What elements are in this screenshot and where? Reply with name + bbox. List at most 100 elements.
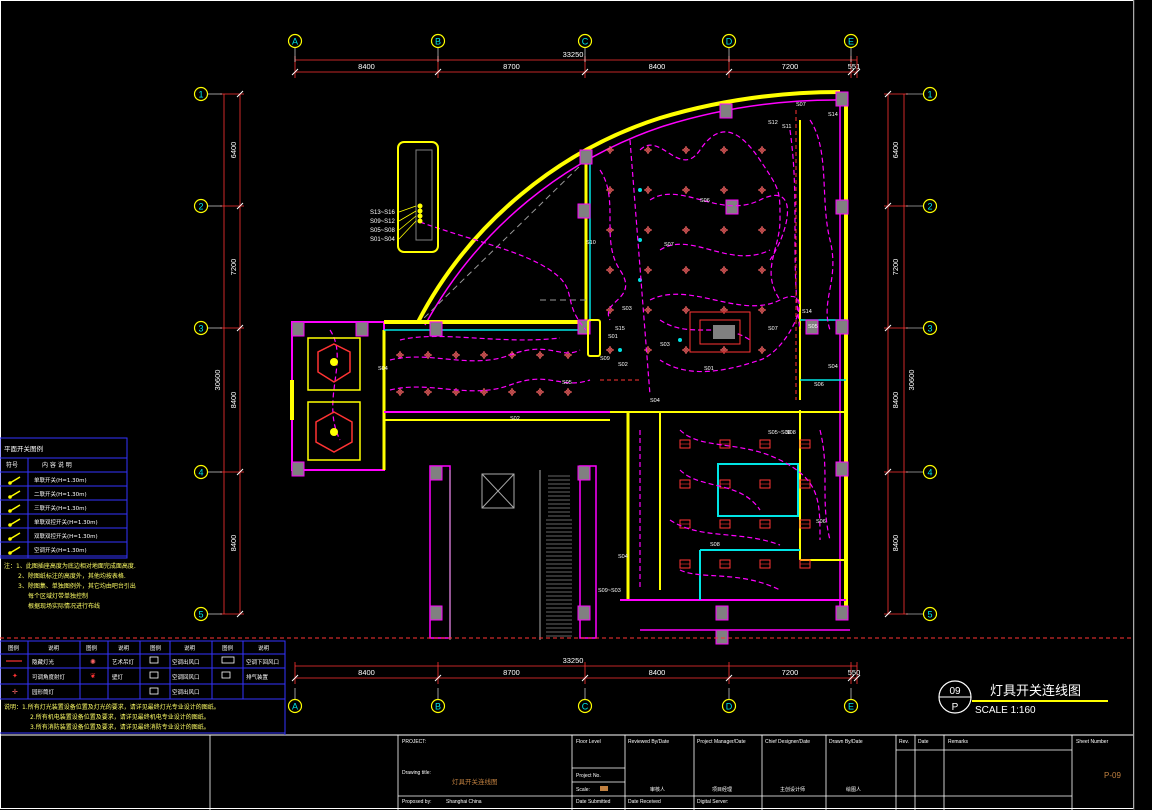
right-dim-0: 6400 bbox=[891, 142, 900, 159]
svg-text:Rev.: Rev. bbox=[899, 739, 909, 745]
column-13 bbox=[429, 465, 443, 481]
panel-switch-0 bbox=[417, 203, 423, 209]
grid-row-right-4: 5 bbox=[927, 610, 932, 620]
column-6 bbox=[835, 605, 849, 621]
grid-row-right-0-bubble bbox=[922, 86, 938, 102]
grid-col-bottom-2-bubble bbox=[577, 698, 593, 714]
general-notes: 注：1、此图插座高度为底边相对地面完成面高度.2、除图纸标注的高度外，其他均按表… bbox=[4, 562, 136, 610]
distribution-lines bbox=[0, 110, 1134, 639]
grid-row-right-4-bubble bbox=[922, 606, 938, 622]
grid-col-top-2: C bbox=[582, 37, 589, 47]
circuit-label-26: S04 bbox=[650, 398, 660, 404]
circuit-label-20: S01 bbox=[704, 366, 714, 372]
column-17 bbox=[715, 605, 729, 621]
svg-text:Project Manager/Date: Project Manager/Date bbox=[697, 739, 746, 745]
grid-row-left-0: 1 bbox=[198, 90, 203, 100]
circuit-label-11: S09 bbox=[600, 356, 610, 362]
grid-row-right-3: 4 bbox=[927, 468, 932, 478]
top-dim-total: 33250 bbox=[563, 50, 584, 59]
panel-label-2: S05~S08 bbox=[370, 228, 396, 234]
grid-row-left-2-bubble bbox=[193, 320, 209, 336]
air-vent-icon-2 bbox=[149, 687, 159, 695]
circuit-label-27: S06 bbox=[816, 519, 826, 525]
bottom-notes: 说明：1.所有灯光装置设备位置及灯光的要求，请详见最终灯光专业设计的图纸。 2.所… bbox=[4, 703, 220, 731]
svg-text:Project No.: Project No. bbox=[576, 773, 601, 779]
circuit-label-19: S05~S08 bbox=[768, 430, 791, 436]
circuit-label-3: S14 bbox=[828, 112, 838, 118]
title-block-text: PROJECT: Drawing title: 灯具开关连线图 Proposed… bbox=[402, 739, 1121, 805]
switch-legend: 平面开关图例 符号 内 容 说 明 单联开关(H=1.30m)二联开关(H=1.… bbox=[0, 437, 128, 559]
circuit-label-9: S04 bbox=[378, 366, 388, 372]
grid-row-right-0: 1 bbox=[927, 90, 932, 100]
column-9 bbox=[429, 321, 443, 337]
cyan-fixture-3 bbox=[678, 338, 682, 342]
symbol-legend-0-2: 空调出风口 bbox=[172, 658, 200, 666]
svg-text:Drawing title:: Drawing title: bbox=[402, 770, 431, 776]
switch-symbol-1 bbox=[9, 490, 21, 498]
svg-text:项目经理: 项目经理 bbox=[712, 786, 732, 793]
bottom-dim-4: 550 bbox=[848, 668, 861, 677]
circuit-label-16: S15 bbox=[615, 326, 625, 332]
downlight-icon: ✛ bbox=[12, 688, 18, 696]
air-vent-icon-1 bbox=[149, 671, 159, 679]
grid-row-left-2: 3 bbox=[198, 324, 203, 334]
guide-lines bbox=[423, 159, 587, 319]
right-dim-2: 8400 bbox=[891, 392, 900, 409]
column-3 bbox=[835, 199, 849, 215]
grid-row-left-3-bubble bbox=[193, 464, 209, 480]
grid-col-bottom-3: D bbox=[726, 702, 733, 712]
drawing-sheet-letter: P bbox=[952, 702, 959, 713]
symbol-legend-1-3: 排气装置 bbox=[246, 673, 269, 681]
ceiling-feature bbox=[689, 311, 751, 353]
bottom-note-1: 2.所有机电装置设备位置及要求，请详见最终机电专业设计的图纸。 bbox=[30, 713, 210, 721]
drawing-scale: SCALE 1:160 bbox=[975, 705, 1036, 716]
note-0: 注：1、此图插座高度为底边相对地面完成面高度. bbox=[4, 562, 136, 570]
symbol-legend-0-1: 艺术吊灯 bbox=[112, 658, 135, 666]
bottom-note-2: 3.所有消防装置设备位置及要求，请详见最终消防专业设计的图纸。 bbox=[30, 723, 210, 731]
top-dim-3: 7200 bbox=[782, 62, 799, 71]
panel-label-0: S13~S16 bbox=[370, 210, 396, 216]
svg-text:Chief Designer/Date: Chief Designer/Date bbox=[765, 739, 810, 745]
grid-row-right-2-bubble bbox=[922, 320, 938, 336]
circuit-label-7: S03 bbox=[622, 306, 632, 312]
symbol-legend-header-4: 图例 bbox=[150, 644, 162, 652]
circuit-label-8: S01 bbox=[608, 334, 618, 340]
column-11 bbox=[355, 321, 369, 337]
bottom-dim-0: 8400 bbox=[358, 668, 375, 677]
top-dim-0: 8400 bbox=[358, 62, 375, 71]
svg-text:审核人: 审核人 bbox=[650, 786, 665, 793]
column-20 bbox=[725, 199, 739, 215]
switch-symbol-2 bbox=[9, 504, 21, 512]
circuit-label-0: S07 bbox=[796, 102, 806, 108]
cyan-fixture-4 bbox=[618, 348, 622, 352]
grid-col-bottom-1: B bbox=[435, 702, 441, 712]
grid-row-right-1: 2 bbox=[927, 202, 932, 212]
panel-switch-2 bbox=[417, 213, 423, 219]
right-dim-total: 30600 bbox=[907, 370, 916, 391]
center-column bbox=[713, 325, 735, 339]
column-5 bbox=[835, 461, 849, 477]
switch-legend-title: 平面开关图例 bbox=[4, 444, 43, 453]
grid-row-left-3: 4 bbox=[198, 468, 203, 478]
circuit-label-1: S12 bbox=[768, 120, 778, 126]
symbol-legend-2-2: 空调出风口 bbox=[172, 688, 200, 696]
symbol-legend-header-6: 图例 bbox=[222, 644, 234, 652]
bottom-note-0: 说明：1.所有灯光装置设备位置及灯光的要求，请详见最终灯光专业设计的图纸。 bbox=[4, 703, 220, 711]
switch-legend-row-5: 空调开关(H=1.30m) bbox=[34, 546, 87, 554]
svg-text:Scale:: Scale: bbox=[576, 787, 590, 793]
circuit-label-23: S09~S03 bbox=[598, 588, 621, 594]
svg-text:Remarks: Remarks bbox=[948, 739, 969, 745]
symbol-legend: 图例说明图例说明图例说明图例说明隐藏灯光艺术吊灯空调出风口空调下回风口可调角度射… bbox=[0, 640, 286, 700]
symbol-legend-1-2: 空调回风口 bbox=[172, 673, 200, 681]
grid-col-bottom-3-bubble bbox=[721, 698, 737, 714]
svg-text:绘图人: 绘图人 bbox=[846, 786, 861, 793]
drawing-title: 灯具开关连线图 bbox=[990, 683, 1081, 699]
svg-text:Sheet Number: Sheet Number bbox=[1076, 739, 1109, 745]
top-dim-4: 551 bbox=[848, 62, 861, 71]
symbol-legend-header-1: 说明 bbox=[48, 644, 60, 652]
column-14 bbox=[577, 465, 591, 481]
building-walls bbox=[290, 90, 850, 640]
left-dim-3: 8400 bbox=[229, 535, 238, 552]
